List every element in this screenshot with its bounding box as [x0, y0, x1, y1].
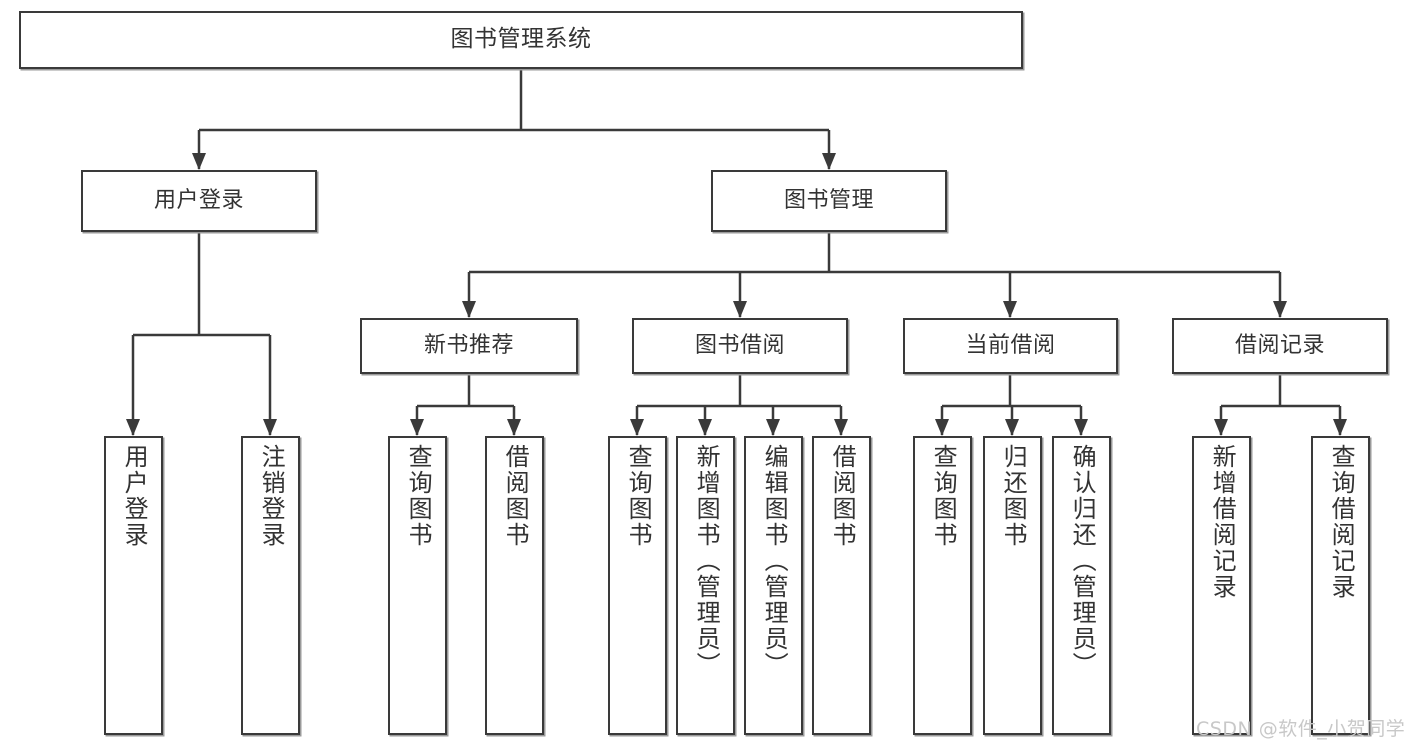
- node-book-borrow[interactable]: 图书借阅: [632, 318, 848, 374]
- node-leaf-query-rec[interactable]: 查询借阅记录: [1311, 436, 1370, 735]
- connector-arrowhead-currentborrow-to-leaves-1: [1005, 419, 1019, 436]
- node-new-book-rec[interactable]: 新书推荐: [360, 318, 578, 374]
- connector-arrowhead-newbookrec-to-leaves-1: [507, 419, 521, 436]
- connector-arrowhead-bookborrow-to-leaves-3: [834, 419, 848, 436]
- node-label-leaf-edit-book: 编辑图书（管理员）: [760, 444, 789, 678]
- connector-arrowhead-borrowrecord-to-leaves-1: [1333, 419, 1347, 436]
- node-book-manage[interactable]: 图书管理: [711, 170, 947, 232]
- node-leaf-logout[interactable]: 注销登录: [241, 436, 300, 735]
- node-label-user-login: 用户登录: [153, 188, 244, 214]
- node-label-leaf-return: 归还图书: [999, 444, 1028, 548]
- connector-arrowhead-bookmanage-to-level2-2: [1003, 301, 1017, 318]
- node-leaf-edit-book[interactable]: 编辑图书（管理员）: [744, 436, 803, 735]
- node-label-leaf-borrow-2: 借阅图书: [828, 444, 857, 548]
- node-user-login[interactable]: 用户登录: [81, 170, 317, 232]
- node-label-leaf-query-2: 查询图书: [624, 444, 653, 548]
- connector-arrowhead-userlogin-to-leaves-1: [263, 419, 277, 436]
- connector-arrowhead-userlogin-to-leaves-0: [126, 419, 140, 436]
- node-leaf-add-book[interactable]: 新增图书（管理员）: [676, 436, 735, 735]
- connector-arrowhead-borrowrecord-to-leaves-0: [1214, 419, 1228, 436]
- node-leaf-query-3[interactable]: 查询图书: [913, 436, 972, 735]
- node-label-leaf-confirm: 确认归还（管理员）: [1068, 444, 1097, 678]
- node-label-leaf-query-3: 查询图书: [929, 444, 958, 548]
- node-label-book-borrow: 图书借阅: [694, 333, 785, 359]
- connector-arrowhead-currentborrow-to-leaves-0: [935, 419, 949, 436]
- connector-arrowhead-root-to-level1-1: [822, 153, 836, 170]
- connector-arrowhead-bookborrow-to-leaves-2: [766, 419, 780, 436]
- node-current-borrow[interactable]: 当前借阅: [903, 318, 1118, 374]
- node-borrow-record[interactable]: 借阅记录: [1172, 318, 1388, 374]
- node-leaf-query-2[interactable]: 查询图书: [608, 436, 667, 735]
- node-leaf-borrow-2[interactable]: 借阅图书: [812, 436, 871, 735]
- node-leaf-return[interactable]: 归还图书: [983, 436, 1042, 735]
- node-label-leaf-add-book: 新增图书（管理员）: [692, 444, 721, 678]
- connector-arrowhead-bookmanage-to-level2-0: [462, 301, 476, 318]
- connector-arrowhead-root-to-level1-0: [192, 153, 206, 170]
- node-label-leaf-borrow-1: 借阅图书: [501, 444, 530, 548]
- node-label-borrow-record: 借阅记录: [1234, 333, 1325, 359]
- node-leaf-borrow-1[interactable]: 借阅图书: [485, 436, 544, 735]
- node-label-book-manage: 图书管理: [783, 188, 874, 214]
- node-leaf-add-rec[interactable]: 新增借阅记录: [1192, 436, 1251, 735]
- node-leaf-query-1[interactable]: 查询图书: [388, 436, 447, 735]
- node-label-current-borrow: 当前借阅: [965, 333, 1056, 359]
- node-leaf-confirm[interactable]: 确认归还（管理员）: [1052, 436, 1111, 735]
- connector-arrowhead-bookmanage-to-level2-1: [733, 301, 747, 318]
- csdn-watermark: CSDN @软件_小贺同学: [1196, 718, 1405, 740]
- node-leaf-user-login[interactable]: 用户登录: [104, 436, 163, 735]
- node-label-leaf-add-rec: 新增借阅记录: [1208, 444, 1237, 600]
- node-label-leaf-query-rec: 查询借阅记录: [1327, 444, 1356, 600]
- node-label-leaf-user-login: 用户登录: [120, 444, 149, 548]
- connector-arrowhead-currentborrow-to-leaves-2: [1074, 419, 1088, 436]
- node-root[interactable]: 图书管理系统: [19, 11, 1023, 69]
- connector-arrowhead-bookborrow-to-leaves-0: [630, 419, 644, 436]
- node-label-root: 图书管理系统: [450, 26, 592, 53]
- connector-arrowhead-bookborrow-to-leaves-1: [698, 419, 712, 436]
- connector-arrowhead-bookmanage-to-level2-3: [1273, 301, 1287, 318]
- connector-arrowhead-newbookrec-to-leaves-0: [410, 419, 424, 436]
- node-label-leaf-query-1: 查询图书: [404, 444, 433, 548]
- node-label-leaf-logout: 注销登录: [257, 444, 286, 548]
- node-label-new-book-rec: 新书推荐: [423, 333, 514, 359]
